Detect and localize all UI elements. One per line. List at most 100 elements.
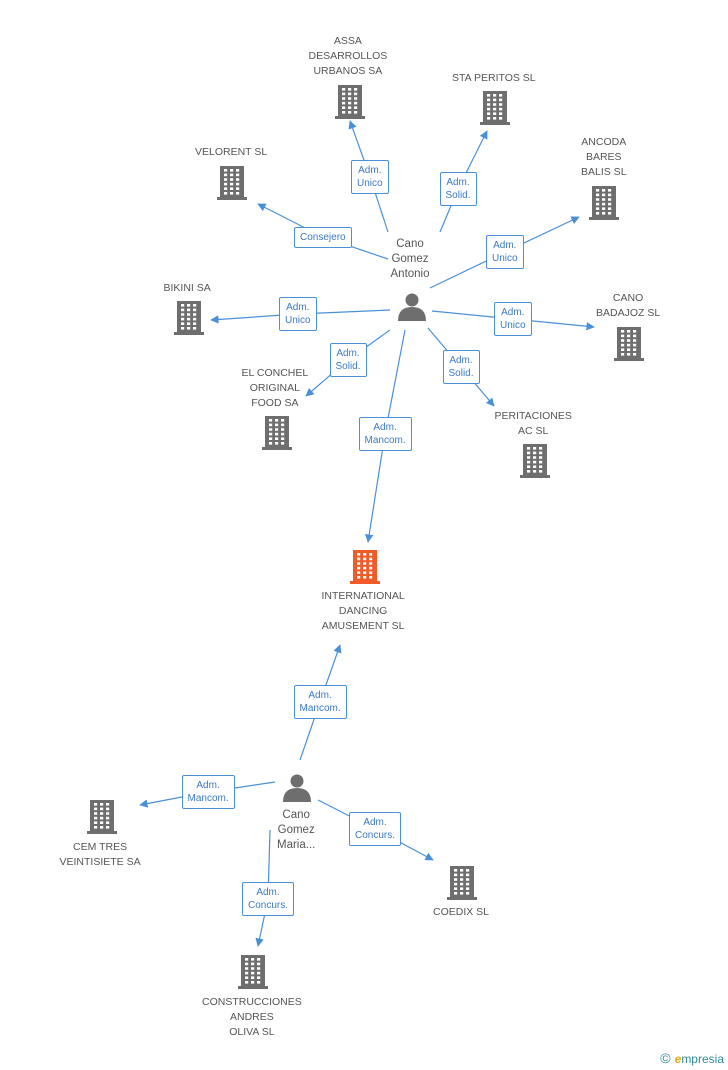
relation-label-line: Adm. — [373, 422, 397, 433]
building-icon — [589, 186, 619, 220]
node-label-bikini: BIKINI SA — [164, 281, 211, 296]
node-label-construcciones: CONSTRUCCIONES ANDRES OLIVA SL — [202, 995, 302, 1040]
relation-label-p1-assa: Adm. Unico — [351, 160, 389, 194]
node-label-line: BADAJOZ SL — [596, 307, 661, 319]
node-label-line: Maria... — [277, 839, 316, 851]
node-label-ancoda: ANCODA BARES BALIS SL — [581, 135, 627, 180]
relation-label-p1-velorent: Consejero — [294, 226, 352, 248]
building-icon — [614, 327, 644, 361]
building-icon — [520, 444, 550, 478]
node-label-line: ANDRES — [230, 1011, 274, 1023]
relation-label-line: Solid. — [445, 190, 471, 201]
node-label-line: Gomez — [391, 253, 429, 265]
node-label-line: PERITACIONES — [494, 410, 572, 422]
relation-label-line: Adm. — [256, 887, 280, 898]
node-label-assa: ASSA DESARROLLOS URBANOS SA — [309, 34, 388, 79]
node-label-peritaciones: PERITACIONES AC SL — [495, 409, 572, 439]
node-label-line: DANCING — [338, 605, 388, 617]
node-label-line: Antonio — [390, 268, 430, 280]
relation-label-p1-conchel: Adm. Solid. — [329, 343, 367, 377]
building-icon — [480, 91, 510, 125]
node-label-line: BALIS SL — [581, 166, 627, 178]
node-label-line: DESARROLLOS — [308, 50, 388, 62]
node-label-canobad: CANO BADAJOZ SL — [596, 291, 660, 321]
relation-label-line: Solid. — [448, 368, 474, 379]
relation-label-p2-construcciones: Adm. Concurs. — [242, 882, 295, 916]
copyright-footer: ©empresia — [660, 1050, 724, 1066]
relation-label-line: Adm. — [363, 817, 387, 828]
node-label-line: COEDIX SL — [433, 906, 490, 918]
relation-label-line: Adm. — [358, 165, 382, 176]
node-label-line: Cano — [396, 238, 424, 250]
person-icon — [283, 774, 311, 802]
relation-label-line: Consejero — [300, 231, 346, 243]
node-label-line: ANCODA — [581, 136, 627, 148]
node-label-line: EL CONCHEL — [241, 367, 309, 379]
node-label-line: STA PERITOS SL — [452, 72, 536, 84]
relation-label-line: Mancom. — [299, 703, 341, 714]
relation-label-line: Mancom. — [187, 793, 229, 804]
relation-label-line: Concurs. — [248, 900, 289, 911]
person-icon — [398, 293, 426, 321]
relation-label-line: Solid. — [335, 361, 361, 372]
relation-label-line: Adm. — [286, 302, 310, 313]
building-icon — [350, 550, 380, 584]
relation-label-line: Adm. — [446, 177, 470, 188]
relation-label-line: Concurs. — [355, 830, 396, 841]
node-label-line: Cano — [282, 809, 310, 821]
relation-label-p2-ida: Adm. Mancom. — [293, 685, 347, 719]
node-label-line: BIKINI SA — [163, 282, 211, 294]
node-label-line: VELORENT SL — [195, 146, 268, 158]
relation-label-p1-ida: Adm. Mancom. — [358, 417, 412, 451]
node-label-line: OLIVA SL — [229, 1026, 275, 1038]
relation-label-line: Unico — [500, 320, 526, 331]
building-icon — [217, 166, 247, 200]
relation-label-line: Adm. — [196, 780, 220, 791]
node-label-coedix: COEDIX SL — [433, 905, 489, 920]
node-label-line: Gomez — [277, 824, 315, 836]
brand-name: mpresia — [681, 1052, 724, 1066]
node-label-line: FOOD SA — [251, 397, 299, 409]
node-label-line: URBANOS SA — [313, 65, 383, 77]
relation-label-p2-coedix: Adm. Concurs. — [349, 812, 402, 846]
building-icon — [447, 866, 477, 900]
building-icon — [238, 955, 268, 989]
relation-label-p1-canobad: Adm. Unico — [494, 302, 532, 336]
relation-label-line: Adm. — [493, 240, 517, 251]
relation-label-p2-cemtres: Adm. Mancom. — [181, 775, 235, 809]
building-icon — [262, 416, 292, 450]
node-label-line: CEM TRES — [73, 841, 128, 853]
node-label-line: VEINTISIETE SA — [59, 856, 141, 868]
relation-label-p1-peritaciones: Adm.Solid. — [442, 350, 480, 384]
building-icon — [174, 301, 204, 335]
node-label-velorent: VELORENT SL — [195, 145, 267, 160]
relation-label-line: Mancom. — [364, 435, 406, 446]
relation-label-line: Unico — [357, 178, 383, 189]
node-label-line: ASSA — [333, 35, 362, 47]
relation-label-line: Adm. — [501, 307, 525, 318]
node-label-line: BARES — [585, 151, 622, 163]
building-icon — [335, 85, 365, 119]
relation-label-line: Unico — [492, 253, 518, 264]
node-label-line: INTERNATIONAL — [321, 590, 405, 602]
relation-label-p1-sta: Adm. Solid. — [439, 172, 477, 206]
relation-label-p1-bikini: Adm. Unico — [279, 297, 317, 331]
relation-label-line: Adm. — [308, 690, 332, 701]
relation-label-p1-ancoda: Adm. Unico — [486, 235, 524, 269]
copyright-icon: © — [660, 1050, 671, 1066]
node-label-ida: INTERNATIONAL DANCING AMUSEMENT SL — [322, 589, 405, 634]
node-label-conchel: EL CONCHEL ORIGINAL FOOD SA — [242, 366, 309, 411]
node-label-line: AMUSEMENT SL — [321, 620, 405, 632]
relation-label-line: Adm. — [336, 348, 360, 359]
node-label-sta: STA PERITOS SL — [452, 71, 536, 86]
node-label-line: CANO — [612, 292, 644, 304]
brand-initial: e — [674, 1052, 682, 1066]
node-label-line: ORIGINAL — [249, 382, 300, 394]
node-label-cemtres: CEM TRES VEINTISIETE SA — [60, 840, 141, 870]
node-label-line: AC SL — [518, 425, 549, 437]
relation-label-line: Unico — [285, 315, 311, 326]
node-label-line: CONSTRUCCIONES — [202, 996, 302, 1008]
building-icon — [87, 800, 117, 834]
